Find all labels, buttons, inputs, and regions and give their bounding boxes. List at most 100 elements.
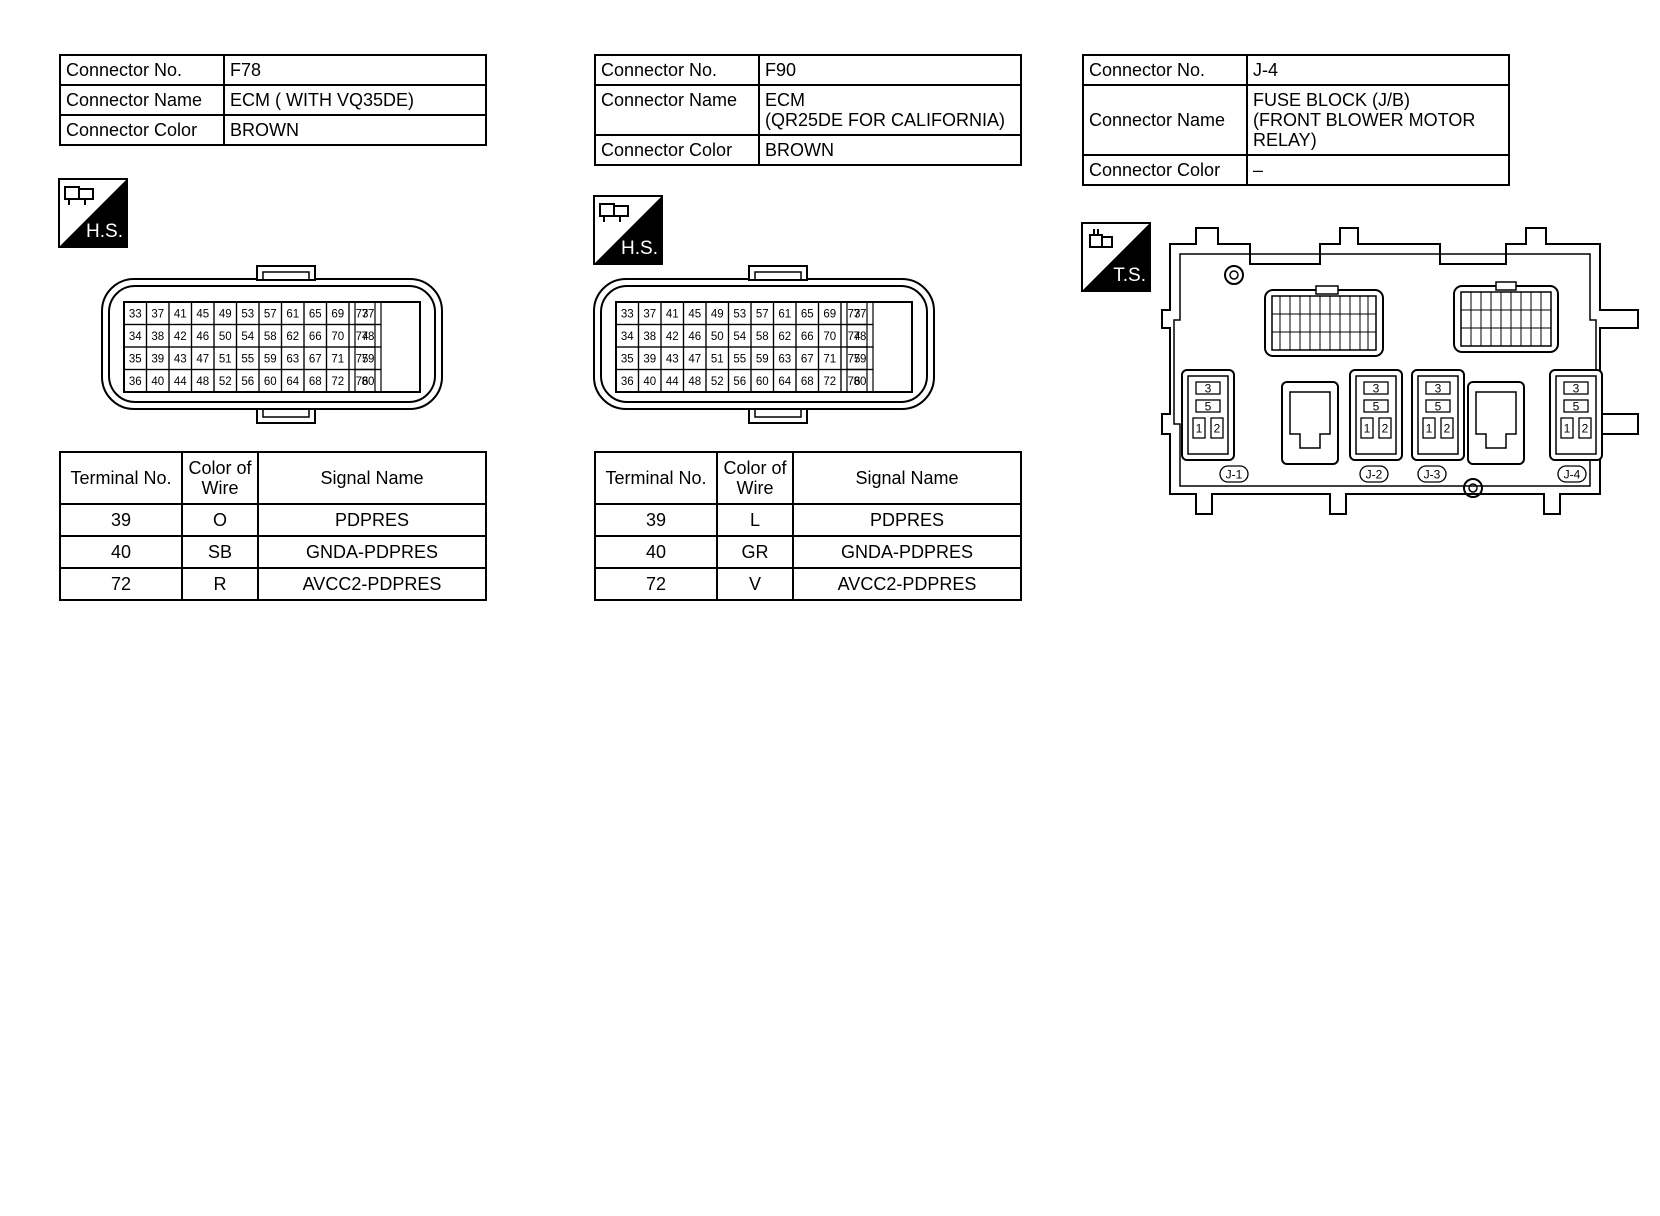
pin-number: 54 (733, 331, 746, 343)
pin-number: 48 (196, 376, 209, 388)
terminal-cell: 39 (594, 503, 718, 537)
terminal-table: Terminal No. Color of Wire Signal Name 3… (59, 451, 487, 601)
table-row: 72 V AVCC2-PDPRES (594, 567, 1022, 601)
pin-number: 53 (241, 309, 254, 321)
connector-color-label: Connector Color (59, 114, 225, 146)
pin-number: 37 (151, 309, 164, 321)
pin-number: 70 (331, 331, 344, 343)
table-row: 40 SB GNDA-PDPRES (59, 535, 487, 569)
relay-pin-number: 2 (1444, 422, 1451, 436)
pin-number: 66 (801, 331, 814, 343)
pin-number: 77 (854, 309, 867, 321)
connector-name-value: ECM (QR25DE FOR CALIFORNIA) (758, 84, 1022, 136)
terminal-table-f90-wrap: Terminal No. Color of Wire Signal Name 3… (594, 451, 1022, 601)
connector-info-table: Connector No. F78 Connector Name ECM ( W… (59, 54, 487, 146)
signal-cell: PDPRES (257, 503, 487, 537)
header-color-of-wire: Color of Wire (716, 451, 794, 505)
pin-number: 73 (356, 309, 369, 321)
relay-pin-number: 1 (1364, 422, 1371, 436)
pin-number: 80 (362, 376, 375, 388)
wire-color-cell: SB (181, 535, 259, 569)
connector-name-value: FUSE BLOCK (J/B) (FRONT BLOWER MOTOR REL… (1246, 84, 1510, 156)
pin-number: 41 (174, 309, 187, 321)
pin-number: 62 (778, 331, 791, 343)
pin-number: 69 (823, 309, 836, 321)
pin-number: 59 (756, 354, 769, 366)
pin-number: 33 (621, 309, 634, 321)
harness-side-icon (58, 178, 128, 248)
top-connector-left (1264, 285, 1384, 357)
pin-number: 38 (643, 331, 656, 343)
relay-pin-slot (1422, 417, 1436, 439)
pin-number: 57 (756, 309, 769, 321)
pin-number: 76 (356, 376, 369, 388)
relay-pin-number: 5 (1205, 400, 1212, 414)
connector-color-label: Connector Color (594, 134, 760, 166)
relay-pin-number: 2 (1582, 422, 1589, 436)
pin-number: 51 (711, 354, 724, 366)
pin-number: 47 (196, 354, 209, 366)
relay-label-oval (1219, 465, 1249, 483)
relay-pin-slot (1363, 399, 1389, 413)
relay-pin-slot (1195, 399, 1221, 413)
pin-cell (354, 368, 382, 393)
connector-name-line: FUSE BLOCK (J/B) (1253, 90, 1411, 110)
terminal-cell: 39 (59, 503, 183, 537)
connector-name-label: Connector Name (594, 84, 760, 136)
relay-pin-number: 3 (1205, 382, 1212, 396)
relay-pin-number: 5 (1435, 400, 1442, 414)
pin-number: 49 (219, 309, 232, 321)
top-connector-right (1453, 281, 1559, 353)
pin-number: 35 (129, 354, 142, 366)
relay-pin-number: 3 (1573, 382, 1580, 396)
relay-pin-slot (1440, 417, 1454, 439)
pin-number: 40 (151, 376, 164, 388)
pin-number: 68 (309, 376, 322, 388)
pin-number: 56 (733, 376, 746, 388)
header-color-of-wire: Color of Wire (181, 451, 259, 505)
badge-label: T.S. (1113, 265, 1146, 286)
pin-number: 55 (733, 354, 746, 366)
ts-badge: T.S. (1081, 222, 1151, 292)
relay-pin-slot (1425, 381, 1451, 395)
panel-f90: Connector No. F90 Connector Name ECM (QR… (594, 54, 1022, 166)
relay-pin-number: 5 (1373, 400, 1380, 414)
relay-label-oval (1417, 465, 1447, 483)
pin-number: 48 (688, 376, 701, 388)
pin-number: 73 (848, 309, 861, 321)
relay-pin-number: 3 (1373, 382, 1380, 396)
pin-number: 75 (848, 354, 861, 366)
signal-cell: PDPRES (792, 503, 1022, 537)
hs-badge: H.S. (58, 178, 128, 248)
pin-number: 33 (129, 309, 142, 321)
relay-pin-slot (1210, 417, 1224, 439)
relay-pin-slot (1360, 417, 1374, 439)
panel-j4: Connector No. J-4 Connector Name FUSE BL… (1082, 54, 1510, 186)
wire-color-cell: V (716, 567, 794, 601)
pin-number: 74 (848, 331, 861, 343)
pin-number: 62 (286, 331, 299, 343)
pin-number: 71 (331, 354, 344, 366)
pin-number: 44 (666, 376, 679, 388)
terminal-cell: 72 (594, 567, 718, 601)
pin-number: 66 (309, 331, 322, 343)
pin-number: 56 (241, 376, 254, 388)
harness-side-icon (593, 195, 663, 265)
table-row: 72 R AVCC2-PDPRES (59, 567, 487, 601)
pin-number: 39 (151, 354, 164, 366)
pin-number: 34 (129, 331, 142, 343)
pin-number: 65 (801, 309, 814, 321)
pin-number: 46 (196, 331, 209, 343)
connector-name-line: (FRONT BLOWER MOTOR (1253, 110, 1476, 130)
connector-info-table: Connector No. J-4 Connector Name FUSE BL… (1082, 54, 1510, 186)
pin-number: 79 (362, 354, 375, 366)
badge-label: H.S. (86, 221, 123, 242)
relay-pin-number: 1 (1564, 422, 1571, 436)
connector-no-value: F78 (223, 54, 487, 86)
signal-cell: AVCC2-PDPRES (792, 567, 1022, 601)
connector-color-value: BROWN (223, 114, 487, 146)
pin-number: 39 (643, 354, 656, 366)
